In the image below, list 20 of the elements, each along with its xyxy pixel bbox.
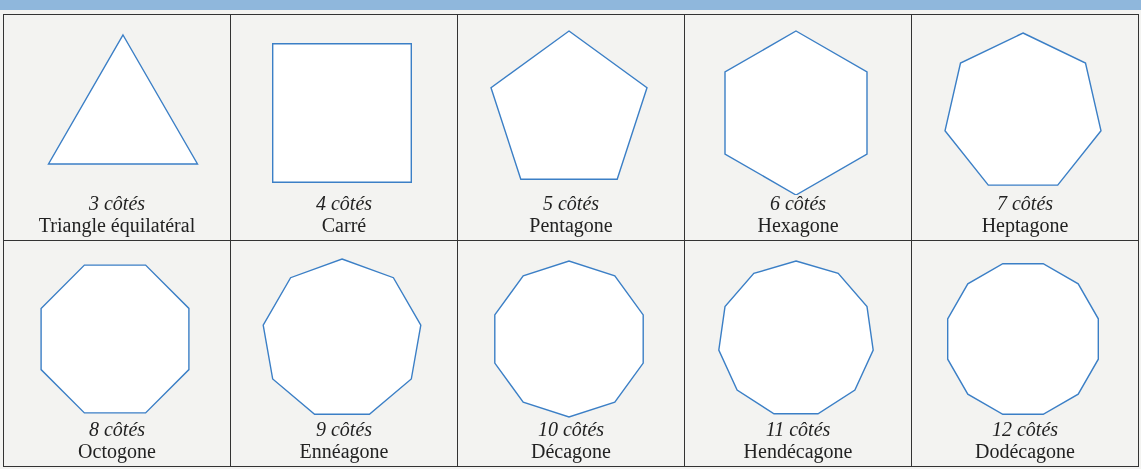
side-count: 3 côtés [88, 193, 146, 214]
side-count: 4 côtés [315, 193, 373, 214]
polygon-name: Dodécagone [975, 440, 1075, 462]
polygon-name: Pentagone [529, 214, 613, 236]
side-count: 6 côtés [769, 193, 827, 214]
side-count: 11 côtés [765, 419, 831, 440]
polygon-name: Hexagone [757, 214, 839, 236]
polygon-name: Hendécagone [743, 440, 853, 462]
polygon-name: Octogone [78, 440, 156, 462]
polygon-name: Décagone [531, 440, 611, 462]
side-count: 12 côtés [991, 419, 1059, 440]
polygon-name: Heptagone [981, 214, 1069, 236]
side-count: 7 côtés [996, 193, 1054, 214]
polygon-name: Triangle équilatéral [38, 214, 196, 236]
side-count: 9 côtés [315, 419, 373, 440]
side-count: 10 côtés [537, 419, 605, 440]
side-count: 5 côtés [542, 193, 600, 214]
side-count: 8 côtés [88, 419, 146, 440]
polygon-name: Carré [321, 214, 367, 236]
polygon-name: Ennéagone [299, 440, 389, 462]
